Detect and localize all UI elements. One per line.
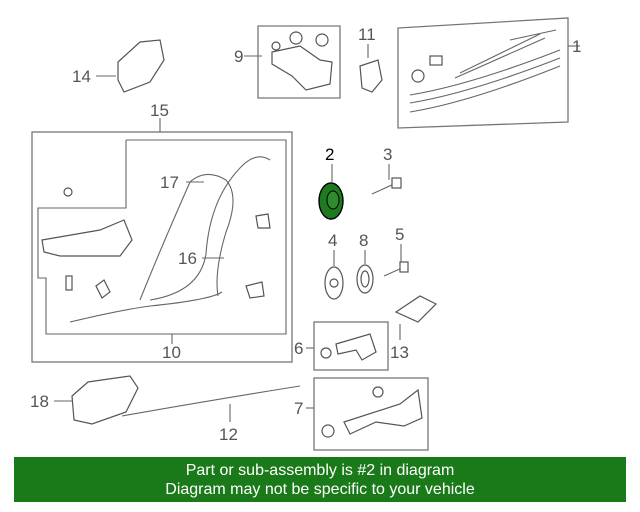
- part-5-screw: [383, 261, 409, 277]
- callout-7: 7: [294, 399, 303, 418]
- part-9-hinge-bracket: [271, 31, 333, 91]
- part-11-clip: [359, 59, 383, 93]
- part-13-bracket: [394, 295, 438, 323]
- callout-5: 5: [395, 225, 404, 244]
- part-15-components: [41, 156, 271, 323]
- callout-16: 16: [178, 249, 197, 268]
- callout-10: 10: [162, 343, 181, 362]
- callout-2: 2: [325, 145, 334, 164]
- callout-17: 17: [160, 173, 179, 192]
- leader-lines: [54, 44, 580, 422]
- callout-4: 4: [328, 231, 337, 250]
- callout-15: 15: [150, 101, 169, 120]
- part-6-items: [320, 333, 377, 361]
- callout-6: 6: [294, 339, 303, 358]
- part-8-washer: [356, 264, 374, 294]
- callout-14: 14: [72, 67, 91, 86]
- group-box-1: [397, 17, 569, 129]
- callout-9: 9: [234, 47, 243, 66]
- part-4-plate: [324, 266, 344, 300]
- callout-18: 18: [30, 392, 49, 411]
- part-1-sill-trim: [409, 29, 561, 113]
- banner-line-1: Part or sub-assembly is #2 in diagram: [185, 461, 455, 479]
- callout-8: 8: [359, 231, 368, 250]
- callout-11: 11: [358, 25, 376, 44]
- callout-13: 13: [390, 343, 409, 362]
- banner-line-2: Diagram may not be specific to your vehi…: [165, 480, 475, 498]
- part-info-banner: Part or sub-assembly is #2 in diagram Di…: [14, 457, 626, 502]
- part-2-highlighted: [318, 182, 344, 220]
- part-12-rod: [121, 385, 301, 417]
- part-14-block: [117, 39, 165, 93]
- part-7-items: [321, 386, 423, 438]
- part-18-handle: [71, 375, 139, 425]
- inner-panel-outline: [37, 139, 287, 335]
- part-3-bolt: [371, 177, 402, 195]
- callout-1: 1: [572, 37, 581, 56]
- callout-3: 3: [383, 145, 392, 164]
- callout-12: 12: [219, 425, 238, 444]
- parts-diagram: 1 2 3 4 5 6 7 8 9 10 11 12 13 14 15 16 1…: [30, 17, 581, 451]
